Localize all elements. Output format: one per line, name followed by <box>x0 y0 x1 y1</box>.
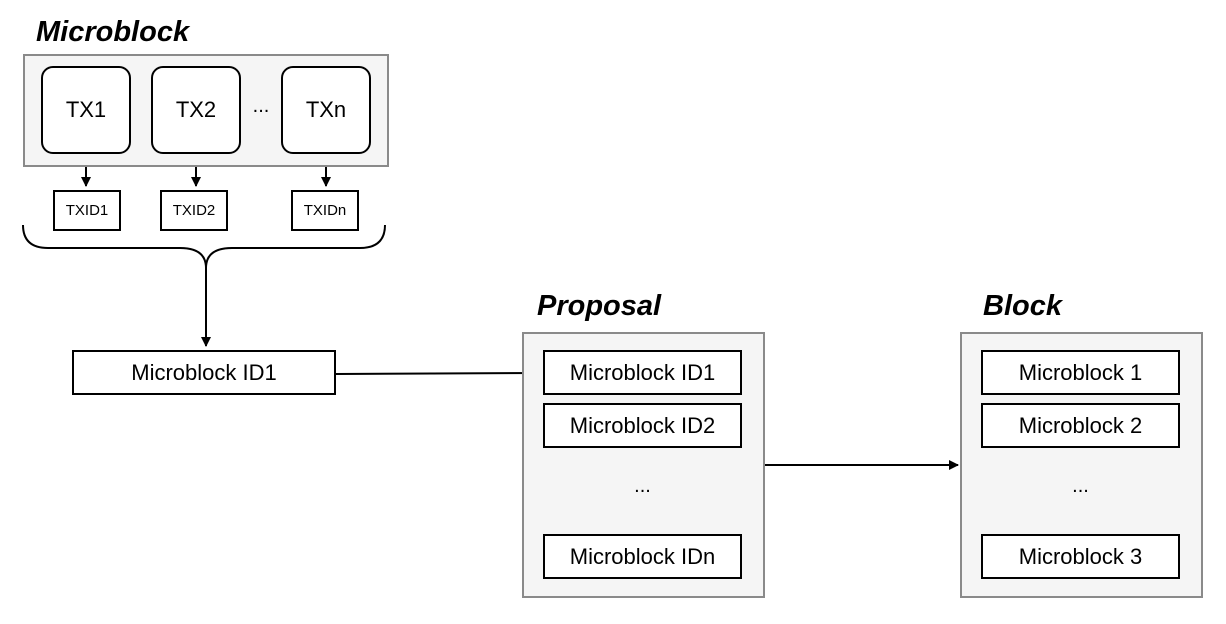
proposal-title: Proposal <box>537 290 662 322</box>
txid-box-2: TXID2 <box>160 190 228 231</box>
txid-box-1: TXID1 <box>53 190 121 231</box>
txid-curly-brace <box>22 224 386 269</box>
tx-box-2: TX2 <box>151 66 241 154</box>
block-title: Block <box>983 290 1062 322</box>
tx-box-1: TX1 <box>41 66 131 154</box>
txid-box-n: TXIDn <box>291 190 359 231</box>
proposal-item-2: Microblock ID2 <box>543 403 742 448</box>
microblock-id-box: Microblock ID1 <box>72 350 336 395</box>
proposal-ellipsis: ... <box>634 475 651 497</box>
tx-ellipsis: ... <box>252 95 270 117</box>
microblock-id-to-proposal-arrow <box>335 368 542 379</box>
block-item-1: Microblock 1 <box>981 350 1180 395</box>
block-item-2: Microblock 2 <box>981 403 1180 448</box>
proposal-item-1: Microblock ID1 <box>543 350 742 395</box>
proposal-item-n: Microblock IDn <box>543 534 742 579</box>
block-item-3: Microblock 3 <box>981 534 1180 579</box>
microblock-title: Microblock <box>36 16 190 48</box>
block-ellipsis: ... <box>1072 475 1089 497</box>
tx-box-n: TXn <box>281 66 371 154</box>
